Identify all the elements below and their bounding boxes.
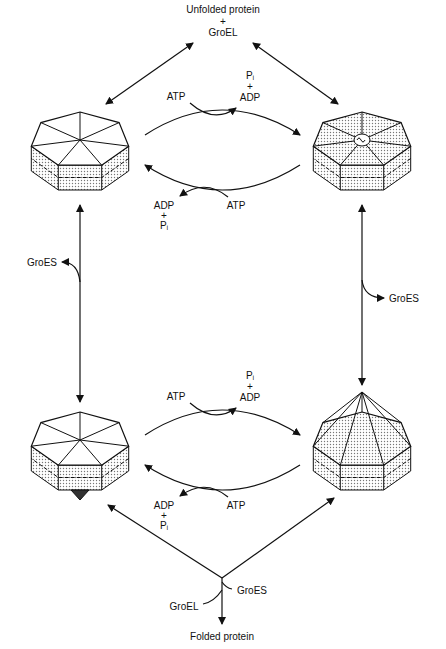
release-arrow — [108, 505, 222, 578]
reaction-label: ATP — [226, 200, 247, 211]
groel-barrel — [31, 112, 128, 190]
binding-arrow — [106, 43, 193, 104]
groes-arrow — [361, 205, 362, 385]
release-branch — [203, 590, 222, 604]
reaction-label: GroES — [26, 257, 58, 268]
atp-arrow — [190, 403, 236, 415]
plus-sign: + — [246, 381, 254, 392]
binding-arrow — [253, 43, 338, 104]
release-arrow — [221, 578, 222, 624]
groes-branch — [62, 262, 80, 282]
reaction-label: Pᵢ — [245, 370, 255, 381]
groel-groes-trans — [31, 412, 128, 500]
atp-arrow — [180, 187, 228, 197]
reaction-label: Folded protein — [189, 631, 255, 642]
groes-branch — [362, 280, 384, 298]
groes-arrow — [79, 205, 80, 402]
reaction-label: ATP — [166, 391, 187, 402]
reaction-label: ATP — [226, 500, 247, 511]
atp-arrow — [190, 103, 236, 115]
release-branch — [222, 582, 232, 589]
reaction-arrows — [62, 43, 384, 624]
reaction-label: Unfolded protein — [185, 4, 260, 15]
reaction-label: GroEL — [208, 27, 239, 38]
reaction-label: ATP — [166, 91, 187, 102]
reaction-label: ADP — [239, 392, 262, 403]
plus-sign: + — [246, 81, 254, 92]
cycle-arc — [145, 465, 300, 490]
reaction-label: Pᵢ — [159, 220, 169, 231]
reaction-label: Pᵢ — [245, 70, 255, 81]
cycle-arc — [145, 165, 300, 190]
reaction-label: ADP — [239, 92, 262, 103]
reaction-label: GroEL — [169, 601, 200, 612]
groel-groes-cis — [313, 392, 410, 490]
reaction-label: GroES — [388, 293, 420, 304]
release-arrow — [222, 498, 334, 578]
reaction-label: GroES — [236, 585, 268, 596]
atp-arrow — [180, 487, 228, 497]
reaction-label: Pᵢ — [159, 520, 169, 531]
plus-sign: + — [219, 16, 227, 27]
groel-barrel-protein — [313, 112, 410, 190]
